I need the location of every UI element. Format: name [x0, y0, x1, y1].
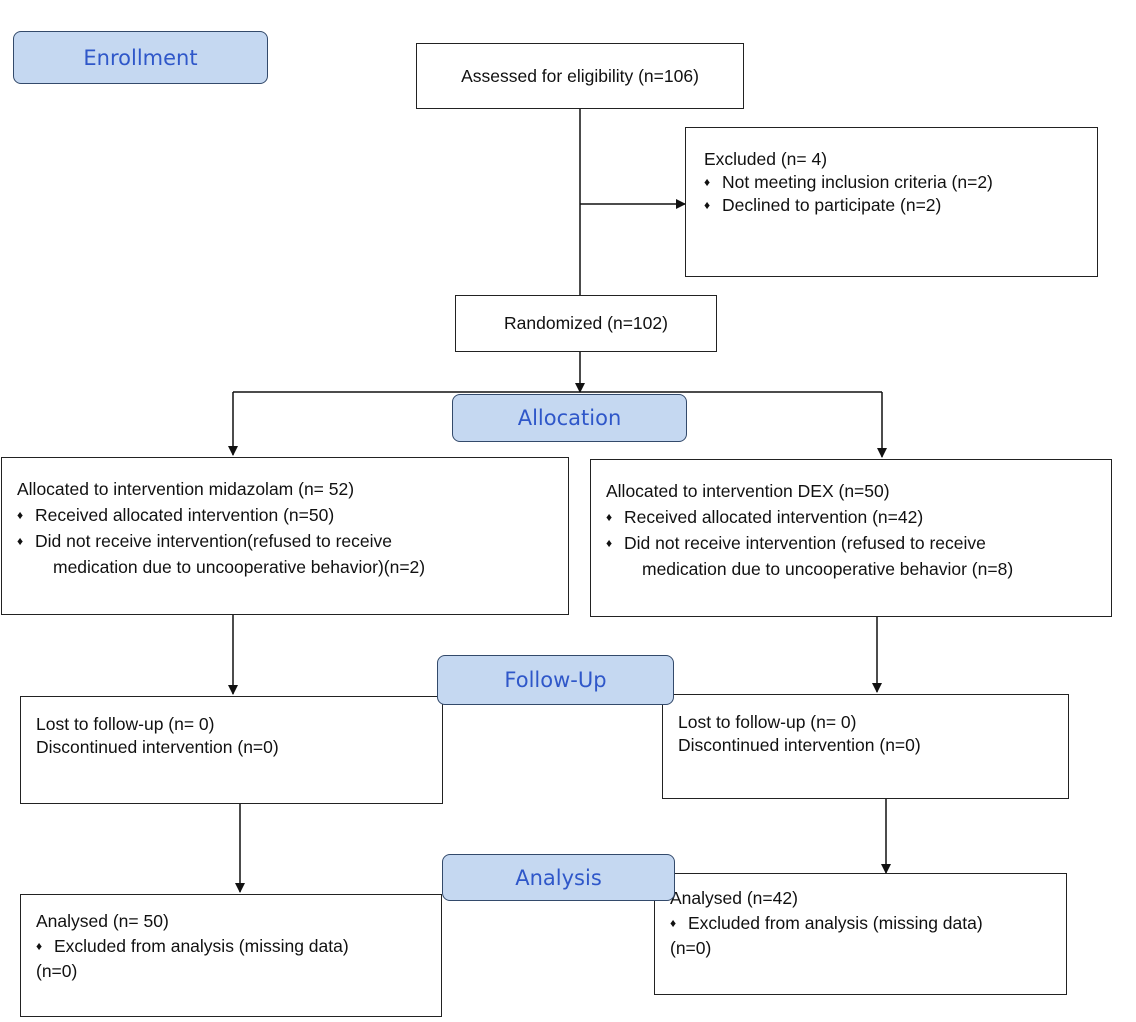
excluded-box: Excluded (n= 4) Not meeting inclusion cr…: [685, 127, 1098, 277]
stage-enrollment: Enrollment: [13, 31, 268, 84]
assessed-box: Assessed for eligibility (n=106): [416, 43, 744, 109]
randomized-text: Randomized (n=102): [504, 313, 668, 333]
left-discontinued-text: Discontinued intervention (n=0): [36, 737, 279, 757]
stage-allocation: Allocation: [452, 394, 687, 442]
excluded-item: Not meeting inclusion criteria (n=2): [704, 171, 1085, 194]
left-excluded-n-text: (n=0): [36, 961, 78, 981]
right-allocated-box: Allocated to intervention DEX (n=50) Rec…: [590, 459, 1112, 617]
right-lost-text: Lost to follow-up (n= 0): [678, 712, 857, 732]
left-excluded-analysis-text: Excluded from analysis (missing data): [36, 934, 429, 959]
assessed-text: Assessed for eligibility (n=106): [461, 65, 699, 86]
stage-analysis: Analysis: [442, 854, 675, 901]
excluded-title: Excluded (n= 4): [704, 149, 828, 169]
right-analysed-text: Analysed (n=42): [670, 888, 798, 908]
left-not-received-text: Did not receive intervention(refused to …: [17, 528, 556, 554]
left-analysed-text: Analysed (n= 50): [36, 911, 169, 931]
excluded-item: Declined to participate (n=2): [704, 194, 1085, 217]
right-not-received-cont: medication due to uncooperative behavior…: [642, 559, 1014, 579]
right-followup-box: Lost to follow-up (n= 0) Discontinued in…: [662, 694, 1069, 799]
right-allocated-text: Allocated to intervention DEX (n=50): [606, 481, 890, 501]
stage-follow-up: Follow-Up: [437, 655, 674, 705]
left-lost-text: Lost to follow-up (n= 0): [36, 714, 215, 734]
left-analysis-box: Analysed (n= 50) Excluded from analysis …: [20, 894, 442, 1017]
randomized-box: Randomized (n=102): [455, 295, 717, 352]
right-excluded-n-text: (n=0): [670, 938, 712, 958]
left-not-received-cont: medication due to uncooperative behavior…: [53, 557, 426, 577]
right-received-text: Received allocated intervention (n=42): [606, 504, 1099, 530]
left-allocated-text: Allocated to intervention midazolam (n= …: [17, 479, 355, 499]
right-discontinued-text: Discontinued intervention (n=0): [678, 735, 921, 755]
right-not-received-text: Did not receive intervention (refused to…: [606, 530, 1099, 556]
right-analysis-box: Analysed (n=42) Excluded from analysis (…: [654, 873, 1067, 995]
left-received-text: Received allocated intervention (n=50): [17, 502, 556, 528]
left-followup-box: Lost to follow-up (n= 0) Discontinued in…: [20, 696, 443, 804]
left-allocated-box: Allocated to intervention midazolam (n= …: [1, 457, 569, 615]
right-excluded-analysis-text: Excluded from analysis (missing data): [670, 911, 1054, 936]
